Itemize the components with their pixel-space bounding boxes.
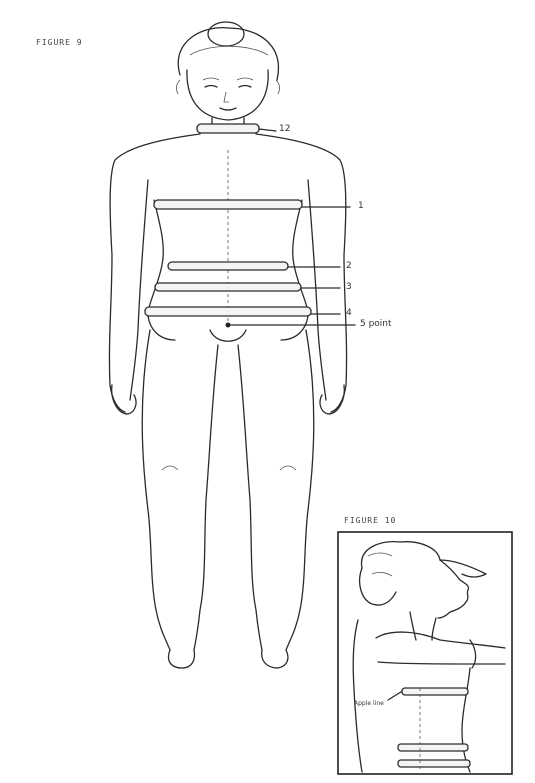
profile-hat-brim: [440, 560, 486, 577]
profile-front: [462, 668, 470, 772]
profile-lower-hip-tape: [398, 760, 470, 767]
profile-back: [353, 620, 362, 772]
profile-waist-tape: [402, 688, 468, 695]
profile-neck: [410, 612, 436, 640]
figure-10-frame: [338, 532, 512, 774]
profile-hair-top: [362, 542, 440, 568]
profile-arm-bottom: [378, 662, 505, 664]
profile-hip-tape: [398, 744, 468, 751]
apple-line-label: Apple line: [354, 700, 384, 707]
profile-hair-back: [360, 568, 396, 605]
profile-face: [438, 560, 469, 618]
profile-arm-top: [376, 632, 505, 648]
